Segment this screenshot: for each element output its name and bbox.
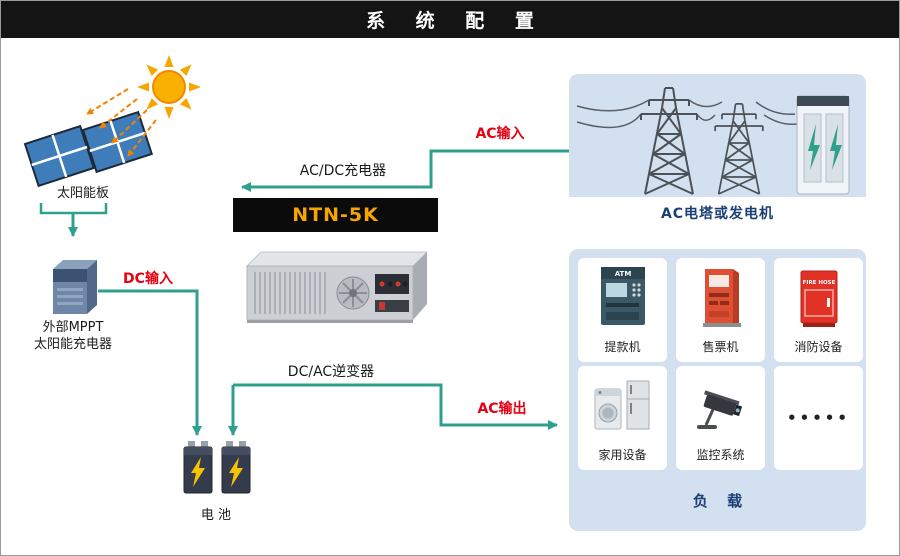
load-card-fire-equipment: FIRE HOSE 消防设备	[774, 258, 863, 362]
product-model: NTN-5K	[292, 204, 379, 226]
dc-input-label: DC输入	[123, 271, 173, 287]
atm-icon: ATM	[578, 263, 667, 333]
sun-icon	[131, 51, 207, 127]
ntn-5k-unit: NTN-5K	[233, 198, 438, 334]
ac-output-label: AC输出	[477, 401, 527, 417]
mppt-to-battery-arrow	[98, 289, 202, 436]
load-label: 售票机	[702, 340, 739, 354]
mppt-label: 外部MPPT 太阳能充电器	[33, 320, 113, 352]
acdc-charger-label: AC/DC充电器	[299, 163, 387, 179]
battery-label: 电 池	[200, 508, 232, 523]
solar-bracket-line	[39, 203, 108, 215]
ac-input-arrow	[241, 149, 569, 192]
dcac-inverter-label: DC/AC逆变器	[287, 364, 375, 380]
loads-panel: ATM 提款机	[569, 249, 866, 531]
load-card-cctv: 监控系统	[676, 366, 765, 470]
load-label: 家用设备	[598, 448, 647, 462]
ticket-machine-icon	[676, 263, 765, 333]
ac-source-label: AC电塔或发电机	[660, 206, 775, 222]
mppt-charger-icon	[49, 257, 101, 321]
load-card-ticket-machine: 售票机	[676, 258, 765, 362]
power-tower-generator-icon	[576, 87, 850, 195]
home-appliances-icon	[578, 371, 667, 441]
page-title: 系 统 配 置	[366, 10, 546, 32]
load-card-atm: ATM 提款机	[578, 258, 667, 362]
fire-hose-cabinet-icon: FIRE HOSE	[774, 263, 863, 333]
cctv-camera-icon	[676, 371, 765, 441]
svg-text:FIRE HOSE: FIRE HOSE	[802, 280, 835, 286]
ac-source-caption-strip: AC电塔或发电机	[569, 197, 866, 229]
load-label: 监控系统	[696, 448, 745, 462]
product-model-plate: NTN-5K	[233, 198, 438, 232]
svg-text:ATM: ATM	[614, 270, 631, 278]
generator-icon	[796, 95, 850, 195]
power-supply-image	[233, 232, 438, 334]
ac-source-panel: AC电塔或发电机	[569, 74, 866, 229]
load-label: 提款机	[604, 340, 641, 354]
title-bar: 系 统 配 置	[1, 1, 899, 38]
ac-input-label: AC输入	[475, 126, 525, 142]
battery-icon	[178, 439, 258, 505]
loads-title: 负 载	[692, 492, 750, 510]
more-loads-dots: •••••	[787, 409, 850, 427]
load-card-home-appliances: 家用设备	[578, 366, 667, 470]
load-card-more: •••••	[774, 366, 863, 470]
load-label: 消防设备	[794, 340, 843, 354]
solar-panel-label: 太阳能板	[56, 186, 110, 201]
